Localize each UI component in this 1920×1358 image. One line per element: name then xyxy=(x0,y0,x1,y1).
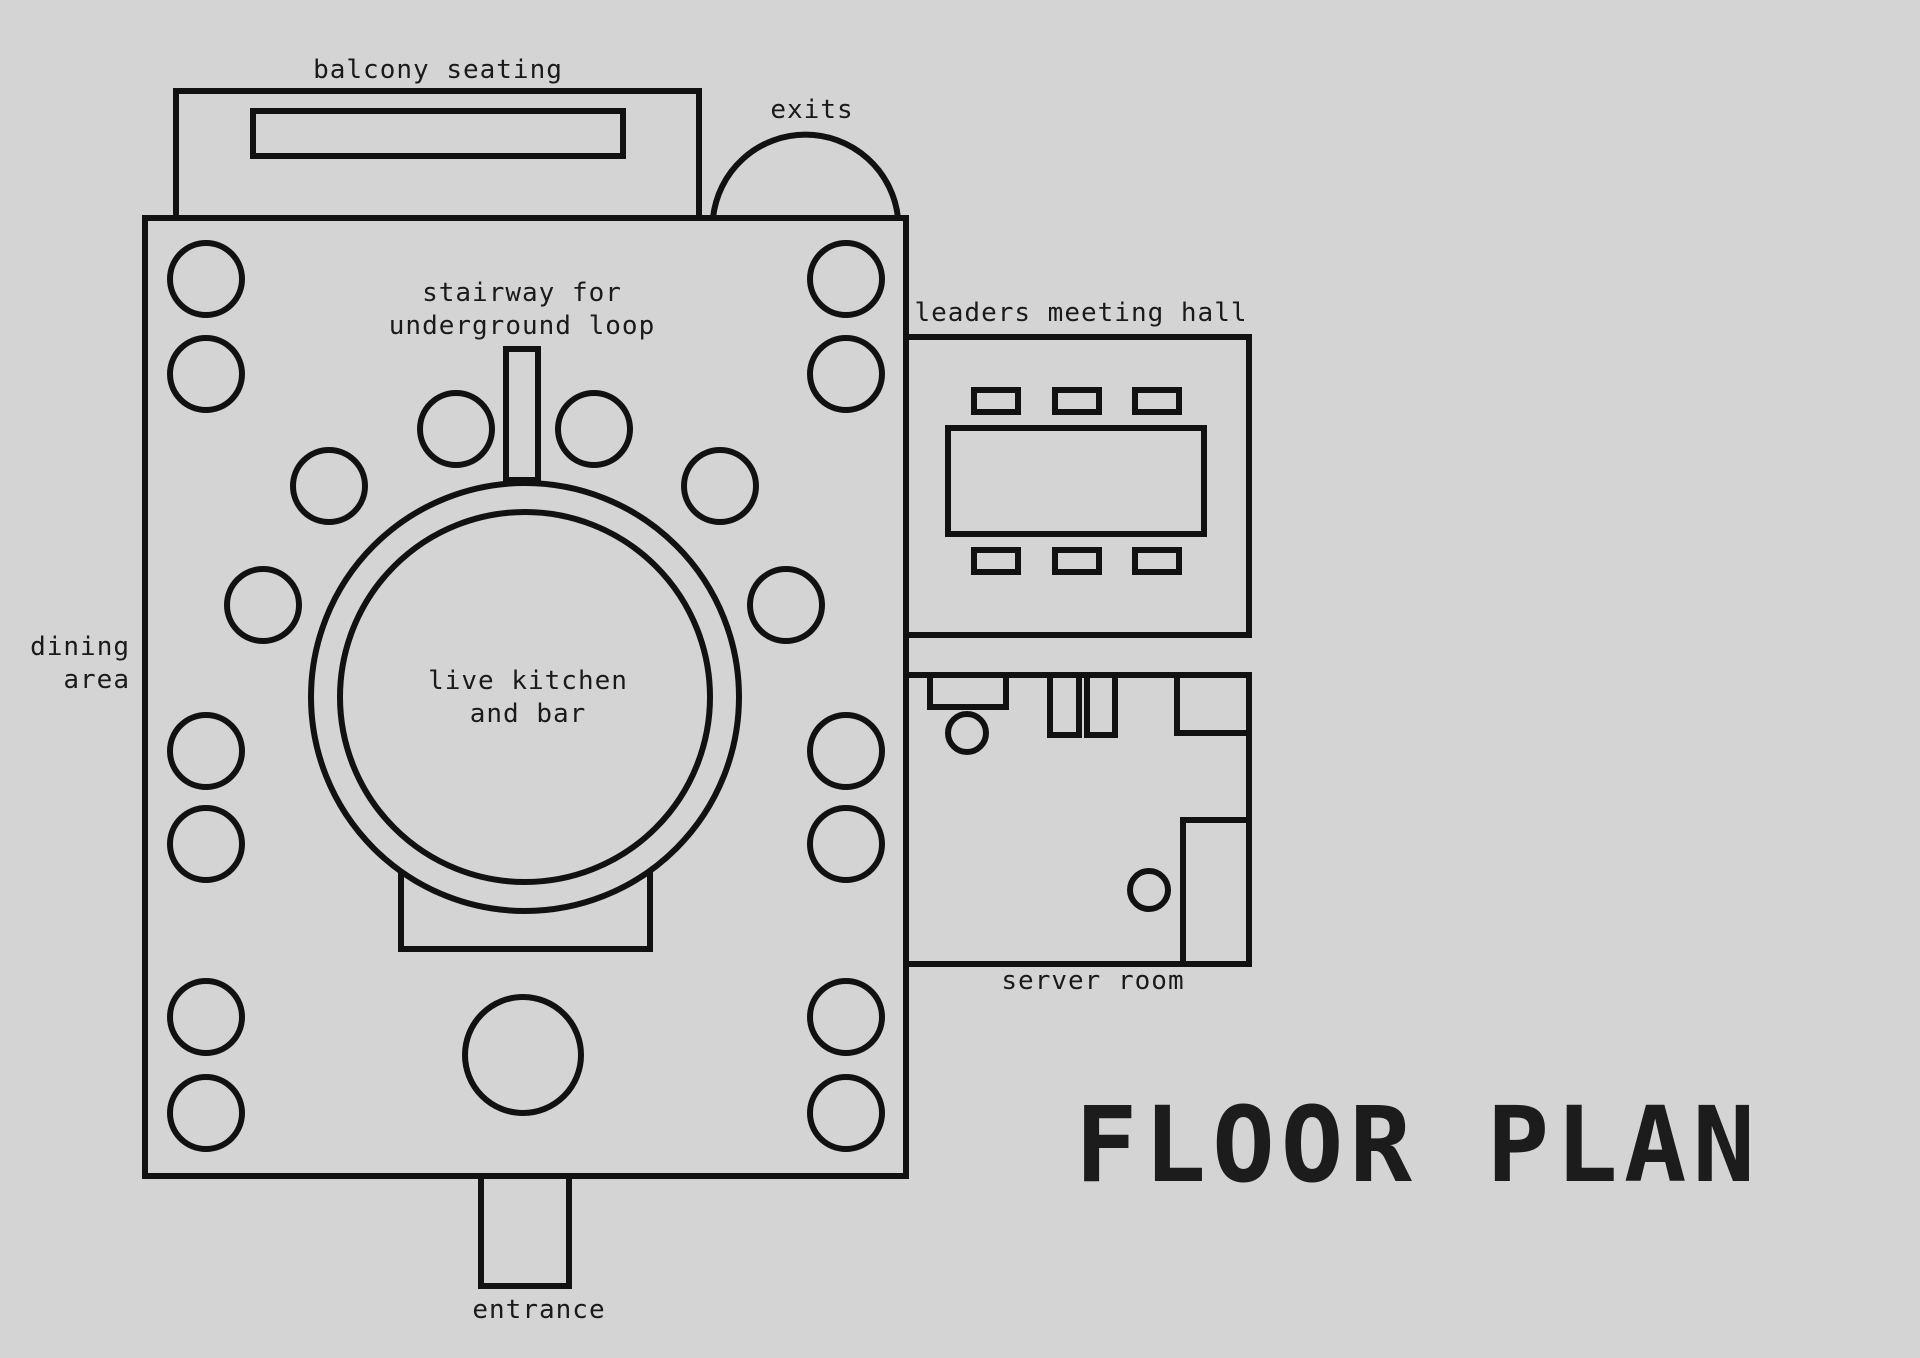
page-title: FLOOR PLAN xyxy=(1075,1084,1761,1206)
table xyxy=(555,390,633,468)
leaders-meeting-hall xyxy=(903,334,1252,638)
table xyxy=(167,1074,245,1152)
exits-arch xyxy=(710,131,901,219)
table xyxy=(167,335,245,413)
exits-label: exits xyxy=(770,95,853,125)
table xyxy=(462,994,584,1116)
table xyxy=(681,447,759,525)
stairway-label-line2: underground loop xyxy=(389,311,655,341)
table xyxy=(167,978,245,1056)
chair xyxy=(1132,387,1182,415)
dining-area-label-line1: dining xyxy=(30,632,130,662)
chair xyxy=(1052,387,1102,415)
entrance-label: entrance xyxy=(472,1295,605,1325)
table xyxy=(167,240,245,318)
table xyxy=(807,335,885,413)
table xyxy=(417,390,495,468)
server-room-label: server room xyxy=(1001,966,1184,996)
live-kitchen-and-bar xyxy=(308,480,742,952)
live-kitchen-label-line2: and bar xyxy=(470,699,587,729)
live-kitchen-label-line1: live kitchen xyxy=(428,666,628,696)
server-room xyxy=(903,672,1252,967)
chair xyxy=(1132,547,1182,575)
leaders-meeting-hall-label: leaders meeting hall xyxy=(914,298,1247,328)
chair xyxy=(1052,547,1102,575)
table xyxy=(807,1074,885,1152)
stairway-label-line1: stairway for xyxy=(422,278,622,308)
table xyxy=(747,566,825,644)
dining-area-label-line2: area xyxy=(63,665,130,695)
table xyxy=(224,566,302,644)
balcony-seating xyxy=(173,88,702,221)
balcony-seating-label: balcony seating xyxy=(313,55,563,85)
table xyxy=(807,805,885,883)
table xyxy=(167,712,245,790)
dining-tables xyxy=(167,240,885,1152)
table xyxy=(807,712,885,790)
table xyxy=(807,240,885,318)
chair xyxy=(971,547,1021,575)
table xyxy=(167,805,245,883)
table xyxy=(290,447,368,525)
table xyxy=(807,978,885,1056)
entrance xyxy=(478,1173,572,1289)
stairway xyxy=(503,346,541,483)
chair xyxy=(971,387,1021,415)
